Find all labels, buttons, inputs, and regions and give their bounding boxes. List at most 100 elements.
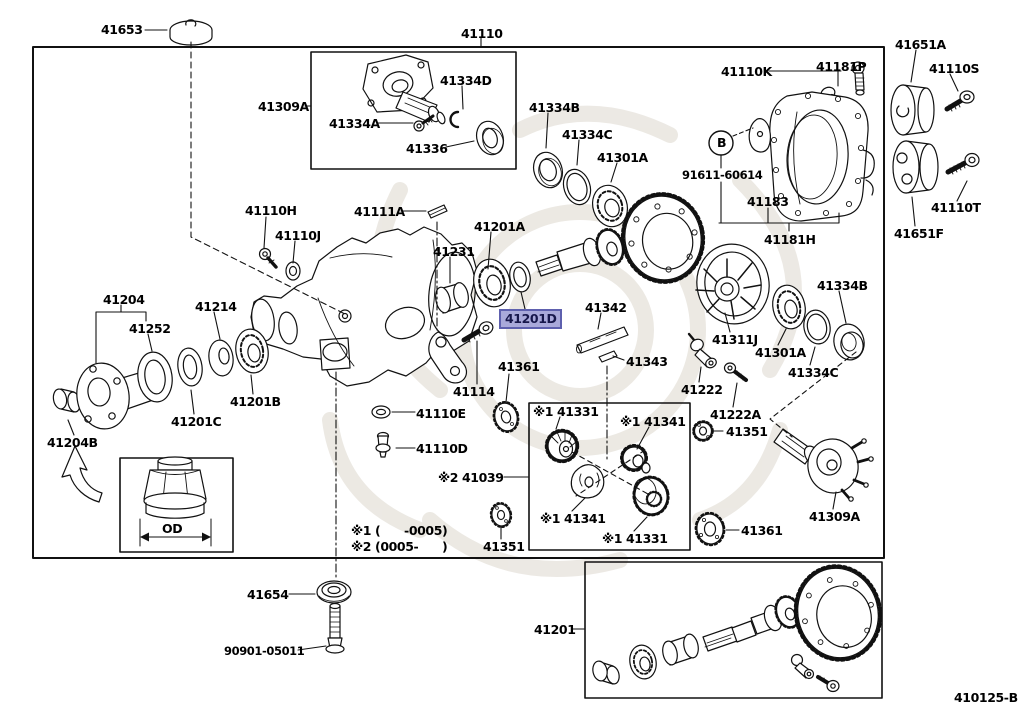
part-rear-cover-41181h [769, 91, 875, 222]
part-label-41201: 41201 [534, 622, 576, 637]
part-label-41183: 41183 [747, 194, 789, 209]
od-nut-drawing [143, 456, 207, 519]
part-bearing-race-41334b-rear [833, 323, 865, 361]
note-suffix-1: ※1 ( -0005) [351, 523, 448, 538]
part-ring-41334c-front [562, 168, 592, 206]
part-diff-carrier-housing [250, 226, 478, 387]
part-pin-41343 [598, 350, 618, 363]
part-label-90901-05011: 90901-05011 [224, 644, 305, 658]
note-suffix-2: ※2 (0005- ) [351, 539, 448, 554]
part-label-41201a: 41201A [474, 219, 525, 234]
part-spacer-41231 [435, 282, 469, 314]
part-oil-seal-41201c [177, 347, 203, 387]
part-bearing-cap [428, 331, 468, 384]
part-label-41334c-rear: 41334C [788, 365, 839, 380]
part-label-41336: 41336 [406, 141, 448, 156]
part-snap-ring-41334d [449, 110, 460, 129]
part-gasket-41110e [371, 405, 391, 419]
part-diff-case-41311j [695, 243, 770, 325]
part-label-41222: 41222 [681, 382, 723, 397]
part-extension-flange-assy [362, 54, 446, 125]
part-label-41039: ※2 41039 [438, 470, 504, 485]
part-label-41334b-rear: 41334B [817, 278, 868, 293]
part-label-41204: 41204 [103, 292, 145, 307]
part-label-41110e: 41110E [416, 406, 466, 421]
part-cover-gasket [748, 118, 771, 153]
part-lock-plate-41361-mid [492, 400, 520, 434]
part-label-41181h: 41181H [764, 232, 816, 247]
part-label-41309a-low: 41309A [809, 509, 860, 524]
part-label-41361-mid: 41361 [498, 359, 540, 374]
part-cushion-41651a [890, 84, 935, 136]
figure-code: 410125-B [954, 690, 1018, 705]
part-grommet-41654 [316, 580, 352, 604]
part-bolt-41110t [945, 152, 980, 175]
part-label-41204b: 41204B [47, 435, 98, 450]
part-label-41311j: 41311J [712, 332, 758, 347]
part-bolt-41222a [723, 362, 748, 382]
part-washer-41351-low [489, 501, 513, 529]
part-label-41110d: 41110D [416, 441, 468, 456]
part-label-41341-top: ※1 41341 [620, 414, 686, 429]
part-bearing-41201b [235, 328, 269, 374]
part-ring-41334c-rear [803, 309, 831, 345]
part-label-41361-low: 41361 [741, 523, 783, 538]
part-label-41341-bottom: ※1 41341 [540, 511, 606, 526]
od-dimension-arrow [139, 518, 212, 547]
part-label-41201b: 41201B [230, 394, 281, 409]
part-bearing-41301a-front [591, 184, 629, 228]
part-diff-gear-bottom [632, 475, 670, 517]
part-side-gear-shaft-41309a [773, 428, 874, 502]
part-label-41343: 41343 [626, 354, 668, 369]
part-label-41331-bottom: ※1 41331 [602, 531, 668, 546]
part-bolt-41334a [413, 114, 435, 132]
part-washer-41351-mid [692, 420, 714, 442]
part-plug-41110d [375, 431, 391, 458]
part-label-41301a-rear: 41301A [755, 345, 806, 360]
part-label-41111a: 41111A [354, 204, 405, 219]
part-breather-cap-41653 [169, 19, 213, 46]
part-label-41651f: 41651F [894, 226, 944, 241]
part-washer-41201d [509, 261, 531, 293]
part-drive-pinion [535, 228, 625, 277]
frame-boxes [32, 46, 885, 699]
part-label-41110t: 41110T [931, 200, 981, 215]
part-kit-bolt [816, 675, 840, 693]
part-label-41181p: 41181P [816, 59, 867, 74]
part-label-41201d-selected[interactable]: 41201D [499, 309, 563, 329]
construction-lines [190, 41, 857, 581]
part-oil-seal-41336 [475, 120, 505, 156]
part-label-41231: 41231 [433, 244, 475, 259]
part-label-41252: 41252 [129, 321, 171, 336]
part-kit-pinion [702, 595, 802, 652]
part-label-41654: 41654 [247, 587, 289, 602]
part-kit-ring-gear [793, 564, 883, 662]
part-label-41114: 41114 [453, 384, 495, 399]
part-label-91611-60614: 91611-60614 [682, 168, 763, 182]
part-label-41222a: 41222A [710, 407, 761, 422]
part-label-41110: 41110 [461, 26, 503, 41]
part-label-41201c: 41201C [171, 414, 222, 429]
part-label-41351-low: 41351 [483, 539, 525, 554]
part-label-41653: 41653 [101, 22, 143, 37]
part-washer-41110j [285, 261, 301, 281]
part-kit-spacer [662, 633, 699, 666]
part-bolt-41110s [944, 90, 975, 112]
part-pin-41111a [427, 204, 448, 219]
part-label-41301a-front: 41301A [597, 150, 648, 165]
marker-b-label: B [717, 135, 727, 150]
part-kit-lock [790, 653, 815, 680]
part-label-41110h: 41110H [245, 203, 297, 218]
part-label-41334a: 41334A [329, 116, 380, 131]
part-bearing-41201a [473, 258, 511, 308]
part-lock-plate-41361-low [694, 511, 726, 547]
part-label-41331-top: ※1 41331 [533, 404, 599, 419]
part-oil-seal-41334b-front [532, 151, 564, 189]
part-pinion-shaft-41342 [576, 326, 629, 354]
part-bolt-41110h [258, 247, 278, 269]
part-side-gear-top [620, 444, 651, 474]
part-label-41334b-front: 41334B [529, 100, 580, 115]
part-cushion-41651f [892, 140, 939, 194]
